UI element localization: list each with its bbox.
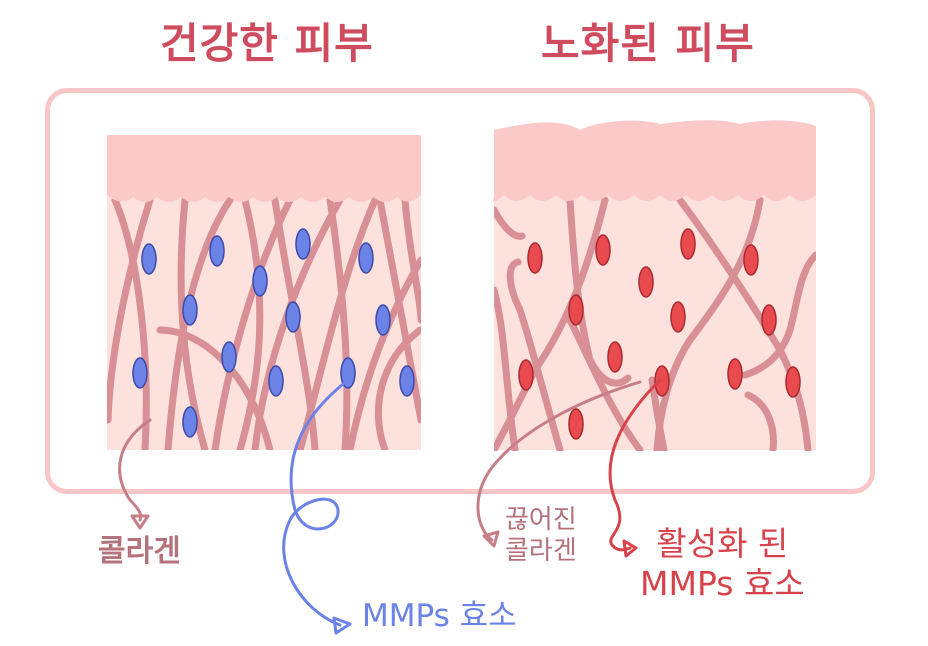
healthy-skin-panel — [107, 135, 421, 450]
active-mmp-callout-arrow — [608, 378, 662, 552]
aged-skin-title: 노화된 피부 — [541, 19, 755, 68]
collagen-label: 콜라겐 — [98, 534, 181, 569]
collagen-callout-arrow — [118, 418, 152, 522]
broken-collagen-arrowhead-icon — [482, 530, 500, 548]
active-mmp-arrowhead-icon — [622, 539, 638, 558]
broken-collagen-callout-arrow — [476, 380, 642, 542]
aged-skin-panel — [493, 120, 816, 451]
epidermis-layer-wrinkled — [493, 120, 816, 202]
mmp-enzyme-label: MMPs 효소 — [362, 598, 517, 634]
mmp-enzymes-inactive — [132, 228, 415, 438]
epidermis-layer — [107, 135, 421, 202]
mmp-enzymes-active — [518, 228, 801, 440]
collagen-arrowhead-icon — [130, 514, 150, 530]
active-mmp-label: 활성화 된 MMPs 효소 — [640, 524, 805, 603]
comparison-frame — [45, 88, 875, 494]
healthy-skin-title: 건강한 피부 — [160, 19, 374, 68]
broken-collagen-label-line2: 콜라겐 — [505, 536, 577, 567]
mmp-callout-arrow — [282, 378, 350, 627]
broken-collagen-label: 끊어진 콜라겐 — [505, 505, 577, 567]
mmp-arrowhead-icon — [332, 616, 352, 635]
active-mmp-label-line1: 활성화 된 — [656, 524, 789, 563]
broken-collagen-label-line1: 끊어진 — [505, 505, 577, 535]
active-mmp-label-line2: MMPs 효소 — [640, 563, 805, 603]
